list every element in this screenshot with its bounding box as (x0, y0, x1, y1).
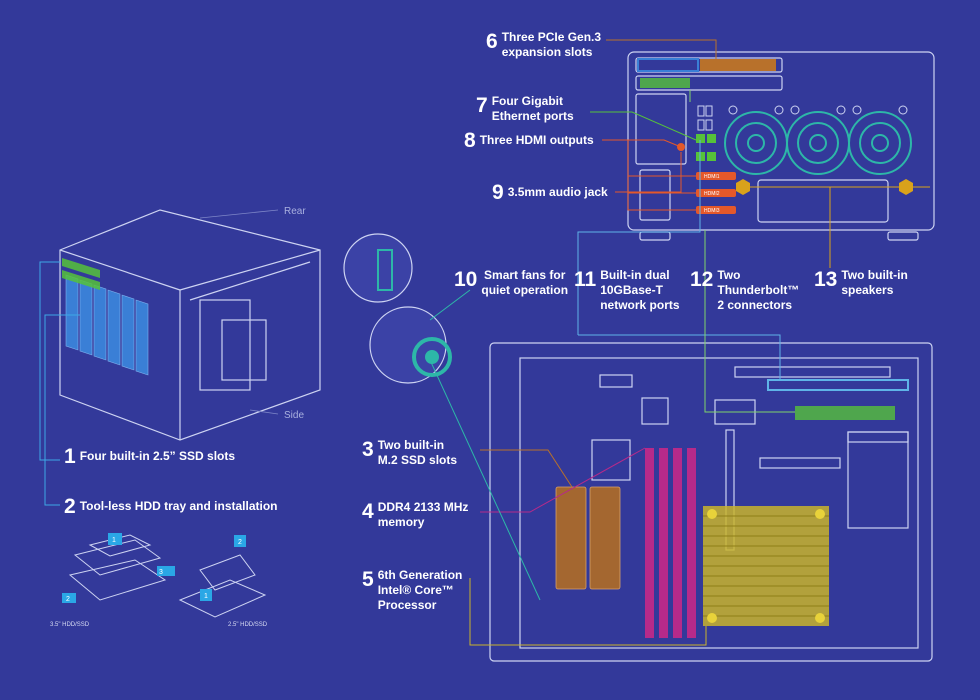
tengbe-slot (767, 379, 909, 391)
callout-text: DDR4 2133 MHz (377, 500, 469, 514)
callout-text: expansion slots (501, 45, 593, 59)
callout-number: 11 (574, 268, 597, 291)
callout-13-speakers: 13 Two built-in speakers (814, 268, 908, 298)
callout-text: Processor (377, 598, 437, 612)
memory-slots (645, 448, 696, 638)
callout-number: 12 (690, 268, 714, 291)
usb-ports (697, 105, 713, 131)
m2-ssd-slots (555, 486, 621, 590)
tray-arrows (62, 533, 246, 603)
callout-text: Two built-in (841, 268, 908, 282)
chassis-outline (59, 209, 321, 441)
callout-number: 10 (454, 268, 478, 291)
callout-text: 3.5mm audio jack (507, 185, 608, 199)
hdmi-ports (696, 172, 736, 214)
callout-10-fans: 10 Smart fans for quiet operation (454, 268, 568, 298)
callout-number: 4 (362, 500, 374, 523)
callout-text: 2 connectors (717, 298, 793, 312)
callout-5-processor: 5 6th Generation Intel® Core™ Processor (362, 568, 462, 613)
side-view-label: Side (284, 410, 304, 421)
callout-text: Three PCIe Gen.3 (501, 30, 602, 44)
chassis-ssd-slots (62, 258, 100, 290)
callout-3-m2-slots: 3 Two built-in M.2 SSD slots (362, 438, 457, 468)
rear-panel (627, 51, 935, 241)
callout-text: memory (377, 515, 425, 529)
pcie-slot-blue (637, 58, 699, 72)
callout-6-pcie: 6 Three PCIe Gen.3 expansion slots (486, 30, 601, 60)
callout-number: 6 (486, 30, 498, 53)
callout-number: 5 (362, 568, 374, 591)
tray-step-4: 2 (238, 539, 242, 546)
callout-text: M.2 SSD slots (377, 453, 458, 467)
callout-text: 10GBase-T (600, 283, 663, 297)
tray-step-2: 2 (66, 596, 70, 603)
callout-number: 1 (64, 445, 76, 468)
callout-text: Tool-less HDD tray and installation (79, 499, 278, 513)
callout-text: Thunderbolt™ (717, 283, 800, 297)
tray-step-5: 1 (204, 593, 208, 600)
tray-step-1: 1 (112, 537, 116, 544)
callout-text: Two (717, 268, 741, 282)
callout-number: 9 (492, 181, 504, 204)
callout-text: Four Gigabit (491, 94, 564, 108)
callout-text: Smart fans for (484, 268, 566, 282)
drive-bays (65, 274, 149, 376)
hdmi-port-label-3: HDMI3 (704, 208, 720, 214)
hdmi-port-label-2: HDMI2 (704, 191, 720, 197)
tray-caption-25: 2.5" HDD/SSD (228, 622, 268, 628)
ethernet-card (640, 78, 690, 88)
callout-text: quiet operation (481, 283, 569, 297)
callout-4-memory: 4 DDR4 2133 MHz memory (362, 500, 468, 530)
callout-number: 2 (64, 495, 76, 518)
fan-screw-holes (728, 105, 908, 115)
callout-text: Four built-in 2.5” SSD slots (79, 449, 236, 463)
fan-zoom (343, 233, 452, 384)
hdd-tray-illustrations (68, 534, 267, 618)
callout-7-ethernet: 7 Four Gigabit Ethernet ports (476, 94, 574, 124)
pcie-slot-card (700, 59, 776, 71)
tray-caption-35: 3.5" HDD/SSD (50, 622, 90, 628)
callout-text: Intel® Core™ (377, 583, 454, 597)
rear-view-label: Rear (284, 206, 306, 217)
rear-fans (724, 111, 912, 175)
callout-text: Two built-in (377, 438, 445, 452)
cpu-heatsink (703, 506, 829, 626)
rear-leader (199, 209, 279, 219)
callout-number: 13 (814, 268, 838, 291)
callout-number: 3 (362, 438, 374, 461)
callout-text: network ports (600, 298, 680, 312)
callout-text: Three HDMI outputs (479, 133, 594, 147)
leader-lines (39, 39, 930, 646)
callout-text: speakers (841, 283, 894, 297)
callout-text: 6th Generation (377, 568, 463, 582)
callout-text: Built-in dual (600, 268, 670, 282)
callout-number: 7 (476, 94, 488, 117)
callout-text: Ethernet ports (491, 109, 574, 123)
side-leader (249, 409, 279, 415)
callout-number: 8 (464, 129, 476, 152)
callout-12-thunderbolt: 12 Two Thunderbolt™ 2 connectors (690, 268, 799, 313)
hdmi-port-label-1: HDMI1 (704, 174, 720, 180)
thunderbolt-card (795, 406, 895, 420)
motherboard-outline (489, 342, 933, 662)
ethernet-ports (696, 134, 716, 161)
tray-step-3: 3 (159, 569, 163, 576)
callout-11-10gbe: 11 Built-in dual 10GBase-T network ports (574, 268, 680, 313)
